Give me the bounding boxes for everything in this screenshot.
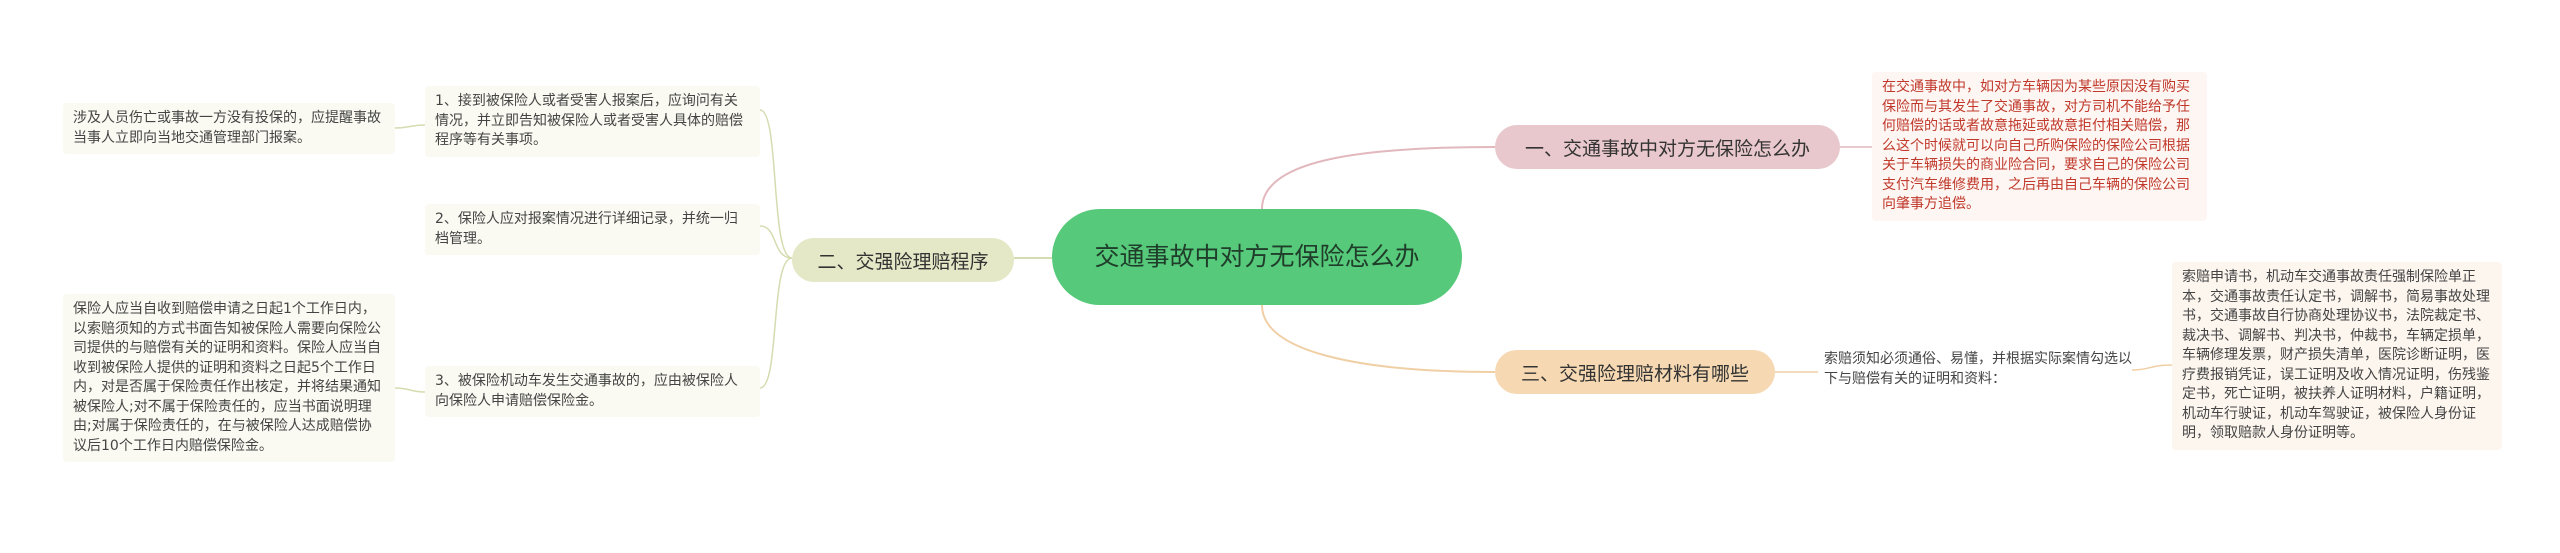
procedure-step-1[interactable]: 1、接到被保险人或者受害人报案后，应询问有关情况，并立即告知被保险人或者受害人具… (425, 86, 760, 157)
branch-label: 二、交强险理赔程序 (817, 250, 989, 273)
materials-list[interactable]: 索赔申请书，机动车交通事故责任强制保险单正本，交通事故责任认定书，调解书，简易事… (2172, 262, 2502, 450)
connector-item3-sub (394, 387, 426, 393)
branch-label: 三、交强险理赔材料有哪些 (1520, 362, 1749, 385)
procedure-step-2[interactable]: 2、保险人应对报案情况进行详细记录，并统一归档管理。 (425, 204, 760, 255)
branch-label: 一、交通事故中对方无保险怎么办 (1524, 137, 1810, 160)
branch-claim-procedure[interactable]: 二、交强险理赔程序 (792, 238, 1014, 282)
no-insurance-detail[interactable]: 在交通事故中，如对方车辆因为某些原因没有购买保险而与其发生了交通事故，对方司机不… (1872, 72, 2207, 221)
connector-b2-item2 (759, 225, 793, 259)
procedure-step-3-note[interactable]: 保险人应当自收到赔偿申请之日起1个工作日内，以索赔须知的方式书面告知被保险人需要… (63, 294, 395, 462)
procedure-step-1-note[interactable]: 涉及人员伤亡或事故一方没有投保的，应提醒事故当事人立即向当地交通管理部门报案。 (63, 103, 395, 154)
connector-b2-item1 (759, 109, 793, 259)
branch-claim-materials[interactable]: 三、交强险理赔材料有哪些 (1495, 350, 1775, 394)
central-topic[interactable]: 交通事故中对方无保险怎么办 (1052, 209, 1462, 305)
central-topic-label: 交通事故中对方无保险怎么办 (1094, 242, 1420, 271)
connector-center-b1 (1261, 146, 1496, 210)
procedure-step-3[interactable]: 3、被保险机动车发生交通事故的，应由被保险人向保险人申请赔偿保险金。 (425, 366, 760, 417)
connector-center-b3 (1261, 304, 1496, 373)
materials-intro[interactable]: 索赔须知必须通俗、易懂，并根据实际案情勾选以下与赔偿有关的证明和资料： (1824, 351, 2132, 387)
connector-b2-item3 (759, 257, 793, 389)
connector-item1-sub (394, 124, 426, 129)
branch-no-insurance[interactable]: 一、交通事故中对方无保险怎么办 (1495, 125, 1840, 169)
connector-intro-detail (2131, 364, 2173, 371)
